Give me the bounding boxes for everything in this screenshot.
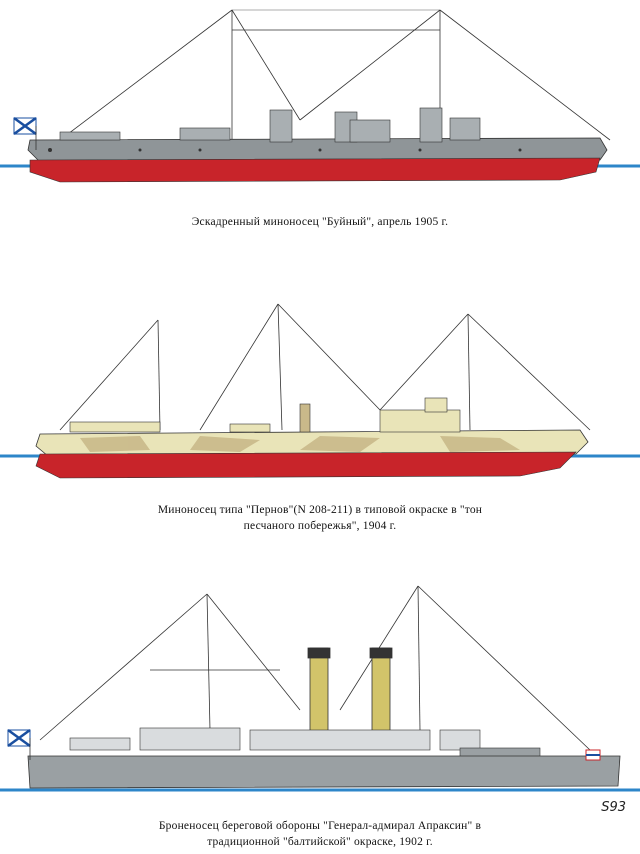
battleship-hull (27, 755, 621, 789)
ship-plate-torpedo-boat: Миноносец типа "Пернов"(N 208-211) в тип… (0, 290, 640, 550)
destroyer-drawing (0, 9, 640, 183)
jack-flag-icon (585, 749, 601, 761)
caption-battleship-line2: традиционной "балтийской" окраске, 1902 … (207, 836, 433, 848)
st-andrew-ensign-icon (13, 116, 37, 150)
ship-plate-battleship: Броненосец береговой обороны "Генерал-ад… (0, 580, 640, 854)
camouflage-pattern (80, 436, 520, 452)
destroyer-hull (27, 137, 608, 163)
caption-battleship-line1: Броненосец береговой обороны "Генерал-ад… (158, 820, 482, 832)
st-andrew-ensign-icon (7, 728, 31, 760)
battleship-drawing (0, 585, 640, 792)
rigging (59, 303, 591, 431)
artist-signature: S93 (601, 800, 626, 815)
caption-torpedo-boat-line2: песчаного побережья", 1904 г. (243, 520, 397, 532)
funnels (307, 647, 393, 733)
destroyer-bottom (29, 157, 601, 183)
caption-destroyer: Эскадренный миноносец "Буйный", апрель 1… (191, 216, 449, 228)
caption-torpedo-boat-line1: Миноносец типа "Пернов"(N 208-211) в тип… (157, 504, 483, 516)
rigging (59, 9, 611, 141)
torpedo-boat-drawing (0, 303, 640, 479)
ship-plate-destroyer: Эскадренный миноносец "Буйный", апрель 1… (0, 0, 640, 240)
torpedo-boat-bottom (35, 451, 577, 479)
